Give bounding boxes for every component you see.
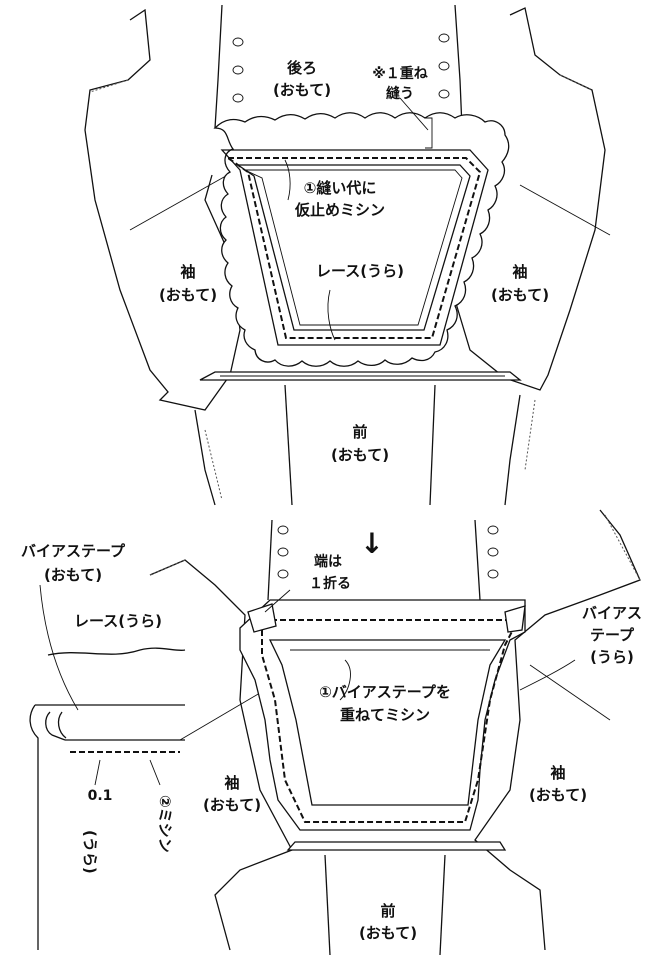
fold-leader — [264, 589, 291, 613]
buttonhole-icons-left — [232, 37, 244, 103]
note-leader — [399, 97, 429, 131]
detail-figure — [29, 584, 186, 950]
b-front-band — [286, 841, 507, 851]
right-sleeve-pinking — [559, 74, 593, 91]
overlap-mark — [425, 117, 433, 149]
detail-stitch-label: ②ミシン — [156, 795, 174, 853]
lace-leader — [327, 289, 336, 341]
b-sleeve-right-face: (おもて) — [529, 786, 587, 804]
front-right-side — [504, 394, 521, 506]
b-front-face: (おもて) — [359, 924, 417, 942]
neck-opening-inner — [244, 169, 463, 326]
b-bias-right-line3: (うら) — [590, 648, 634, 666]
baste-leader — [284, 159, 291, 201]
b-right-sleeve-pinking — [604, 514, 641, 581]
b-back-left-edge — [267, 519, 273, 601]
top-note-line2: 縫う — [386, 85, 414, 102]
detail-lace-edge — [47, 647, 186, 656]
b-sleeve-left: 袖 — [224, 774, 239, 792]
front-left-side — [194, 409, 216, 506]
b-sleeve-left-face: (おもて) — [203, 796, 261, 814]
detail-fold-inner2 — [57, 711, 67, 739]
detail-lace-label: レース(うら) — [74, 612, 162, 630]
b-front-right-edge — [439, 854, 446, 956]
b-edge-line1: 端は — [314, 553, 342, 570]
top-back-face: (おもて) — [273, 81, 331, 99]
b-right-sleeve-outline — [474, 509, 641, 951]
front-left-edge — [284, 384, 293, 506]
top-sleeve-right: 袖 — [512, 263, 527, 281]
right-sleeve-seam — [519, 184, 611, 236]
down-arrow-icon: ↓ — [360, 527, 383, 560]
neck-opening — [235, 164, 471, 331]
detail-back-face: (うら) — [81, 830, 99, 874]
b-bias-right-line2: テープ — [590, 626, 635, 644]
sew-leader — [339, 659, 351, 701]
detail-bias-leader — [39, 584, 79, 711]
detail-margin-leader — [94, 759, 101, 786]
b-buttonhole-icons-right — [487, 525, 499, 579]
top-baste-line2: 仮止めミシン — [294, 201, 385, 219]
top-sleeve-left-face: (おもて) — [159, 286, 217, 304]
b-right-sleeve-seam — [529, 664, 611, 721]
b-left-sleeve-seam — [179, 689, 266, 741]
b-buttonhole-icons-left — [277, 525, 289, 579]
detail-margin-value: 0.1 — [88, 788, 113, 804]
b-sew-line2: 重ねてミシン — [340, 706, 430, 724]
b-bias-right-line1: バイアス — [582, 604, 642, 622]
b-left-sleeve-outline — [149, 559, 293, 951]
fold-end-left — [247, 603, 277, 633]
top-sleeve-left: 袖 — [180, 263, 195, 281]
bottom-figure — [149, 509, 641, 956]
top-lace-label: レース(うら) — [316, 262, 404, 280]
b-sew-line1: ①バイアステープを — [319, 683, 451, 701]
left-sleeve-seam — [129, 167, 241, 231]
b-front-label: 前 — [380, 902, 395, 920]
top-sleeve-right-face: (おもて) — [491, 286, 549, 304]
left-sleeve-outline — [84, 8, 241, 411]
top-front-label: 前 — [352, 423, 367, 441]
b-edge-line2: １折る — [309, 575, 351, 592]
detail-fold-left — [29, 704, 39, 950]
b-sleeve-right: 袖 — [550, 764, 565, 782]
bias-stitch — [261, 619, 520, 823]
left-sleeve-pinking — [89, 79, 129, 93]
buttonhole-icons-right — [438, 33, 450, 99]
b-back-right-edge — [474, 519, 481, 601]
detail-stitch-leader — [149, 759, 161, 786]
front-left-pinking — [204, 429, 223, 501]
bias-right-leader — [519, 659, 576, 691]
detail-fold-inner — [45, 711, 66, 741]
top-front-face: (おもて) — [331, 446, 389, 464]
front-right-pinking — [524, 399, 536, 471]
detail-bias-line1: バイアステープ — [21, 542, 126, 560]
top-baste-line1: ①縫い代に — [304, 179, 377, 197]
neckline-outer-line — [220, 149, 489, 346]
basting-stitch — [224, 157, 482, 339]
top-back-label: 後ろ — [286, 59, 317, 77]
front-right-edge — [429, 384, 436, 506]
b-neck-opening — [268, 639, 507, 806]
back-left-edge — [214, 4, 223, 129]
top-note-line1: ※１重ね — [372, 65, 428, 82]
top-figure — [84, 4, 611, 506]
back-right-edge — [454, 4, 463, 129]
detail-bias-line2: (おもて) — [44, 566, 102, 584]
b-front-left-edge — [324, 854, 331, 956]
fold-end-right — [504, 605, 526, 633]
